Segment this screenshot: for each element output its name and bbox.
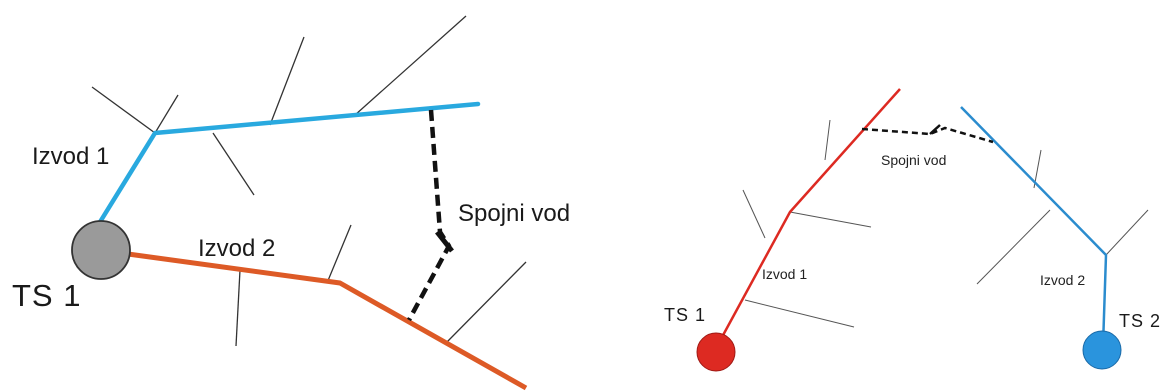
left-branches	[91, 15, 527, 347]
tie-line-label: Spojni vod	[458, 200, 570, 227]
substation-ts2	[1082, 330, 1122, 370]
tie-line	[861, 126, 994, 144]
left-diagram: Izvod 1 Izvod 2 Spojni vod TS 1	[12, 15, 570, 391]
branch	[269, 36, 305, 126]
substation-ts1	[696, 332, 736, 372]
substation-ts1-label: TS 1	[12, 278, 81, 313]
branch	[824, 119, 831, 161]
tie-line	[407, 109, 452, 322]
feeder-2-label: Izvod 2	[1040, 272, 1085, 288]
feeder-2-line	[127, 251, 528, 391]
feeder-1-label: Izvod 1	[32, 143, 109, 170]
branch	[91, 86, 156, 134]
feeder-2-line	[960, 106, 1108, 347]
feeder-1-line	[713, 88, 901, 351]
substation-ts2-label: TS 2	[1119, 311, 1161, 331]
tie-line-label: Spojni vod	[881, 152, 946, 168]
substation-ts1-label: TS 1	[664, 305, 706, 325]
branch	[445, 261, 527, 344]
branch	[976, 209, 1051, 285]
branch	[354, 15, 467, 116]
tie-line-switch	[929, 124, 941, 135]
branch	[326, 224, 352, 284]
branch	[235, 269, 241, 347]
branch	[1105, 209, 1149, 256]
feeder-1-label: Izvod 1	[762, 266, 807, 282]
branch	[744, 299, 855, 328]
branch	[789, 211, 872, 228]
right-diagram: Spojni vod Izvod 1 Izvod 2 TS 1 TS 2	[664, 88, 1161, 372]
branch	[742, 189, 766, 239]
branch	[154, 94, 179, 134]
feeder-1-line	[97, 101, 481, 225]
branch	[212, 132, 255, 196]
substation-ts1	[71, 220, 131, 280]
feeder-2-label: Izvod 2	[198, 235, 275, 262]
tie-line-switch	[435, 230, 454, 253]
